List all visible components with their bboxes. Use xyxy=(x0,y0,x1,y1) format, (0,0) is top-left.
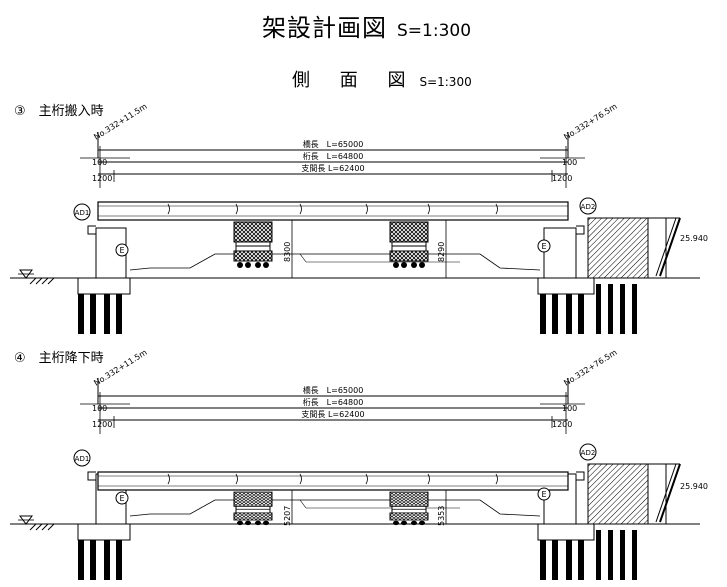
bent-height-left: 8300 xyxy=(283,242,292,262)
e-marker-left xyxy=(115,243,129,257)
offset-100-left: 100 xyxy=(92,404,107,413)
dim-girder-length: 桁長 L=64800 xyxy=(303,151,364,161)
abutment-label-left: AD1 xyxy=(75,455,90,463)
e-marker-right xyxy=(537,487,551,501)
station-right: No.332+76.5m xyxy=(562,348,619,388)
dim-bridge-length: 橋長 L=65000 xyxy=(303,385,364,395)
slope-value: 25.940 xyxy=(680,482,708,491)
dim-span-length: 支間長 L=62400 xyxy=(301,409,364,419)
offset-1200-right: 1200 xyxy=(552,420,572,429)
abutment-marker-left xyxy=(73,203,91,221)
e-marker-left xyxy=(115,491,129,505)
e-label-right: E xyxy=(541,490,546,499)
dim-bridge-length: 橋長 L=65000 xyxy=(303,139,364,149)
offset-1200-left: 1200 xyxy=(92,420,112,429)
drawing-scale: S=1:300 xyxy=(397,21,472,41)
bent-height-right: 5353 xyxy=(437,506,446,526)
station-left: No.332+11.5m xyxy=(92,348,149,388)
bent-right xyxy=(389,221,429,269)
e-label-right: E xyxy=(541,242,546,251)
bent-left xyxy=(233,491,273,526)
bent-left xyxy=(233,221,273,269)
step-label-3: ③ 主桁搬入時 xyxy=(14,104,104,119)
offset-100-right: 100 xyxy=(562,404,577,413)
dim-span-length: 支間長 L=62400 xyxy=(301,163,364,173)
elevation-step-4 xyxy=(9,377,701,581)
drawing-title-text: 架設計画図 xyxy=(262,14,387,42)
offset-1200-right: 1200 xyxy=(552,174,572,183)
bent-height-left: 5207 xyxy=(283,506,292,526)
bent-height-right: 8290 xyxy=(437,242,446,262)
station-right: No.332+76.5m xyxy=(562,102,619,142)
abutment-marker-right xyxy=(579,197,597,215)
main-girder xyxy=(97,471,569,491)
abutment-marker-left xyxy=(73,449,91,467)
station-left: No.332+11.5m xyxy=(92,102,149,142)
step-label-4: ④ 主桁降下時 xyxy=(14,351,104,366)
offset-1200-left: 1200 xyxy=(92,174,112,183)
elevation-step-3 xyxy=(9,131,701,335)
bent-right xyxy=(389,491,429,526)
e-label-left: E xyxy=(119,246,124,255)
abutment-label-right: AD2 xyxy=(581,203,596,211)
main-girder xyxy=(97,201,569,221)
abutment-label-right: AD2 xyxy=(581,449,596,457)
view-title-text: 側 面 図 xyxy=(292,70,418,91)
e-label-left: E xyxy=(119,494,124,503)
offset-100-left: 100 xyxy=(92,158,107,167)
abutment-marker-right xyxy=(579,443,597,461)
drawing-title: 架設計画図 S=1:300 xyxy=(262,8,471,43)
abutment-label-left: AD1 xyxy=(75,209,90,217)
slope-value: 25.940 xyxy=(680,234,708,243)
view-scale: S=1:300 xyxy=(419,75,472,89)
offset-100-right: 100 xyxy=(562,158,577,167)
dim-girder-length: 桁長 L=64800 xyxy=(303,397,364,407)
e-marker-right xyxy=(537,239,551,253)
